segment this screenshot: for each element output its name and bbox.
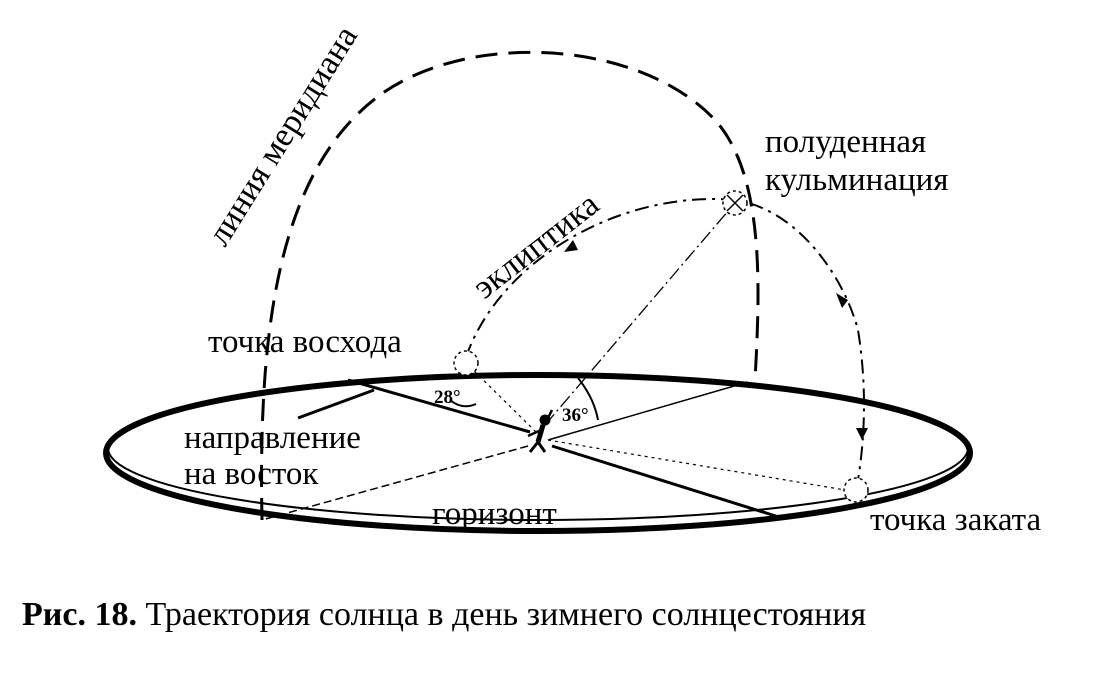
angle-arc-36 [577, 377, 599, 421]
horizon-ellipse [107, 375, 969, 521]
east-west-line-front [261, 445, 529, 521]
horizon-label: горизонт [432, 496, 557, 532]
ecliptic-arrow-1 [564, 240, 578, 252]
figure-caption-number: Рис. 18. [22, 596, 137, 633]
ecliptic-path [465, 198, 865, 481]
sunset-label: точка заката [870, 502, 1041, 538]
culmination-label-line1: полуденная [765, 124, 926, 160]
altitude-angle-label: 36° [562, 405, 589, 426]
sunrise-label: точка восхода [208, 324, 402, 360]
angle-arc-28 [449, 399, 477, 408]
culmination-label-line2: кульминация [765, 162, 948, 198]
ecliptic-arrow-2 [836, 293, 848, 308]
culmination-sun-cross-b [726, 194, 744, 212]
north-south-line-back [347, 378, 531, 434]
sunset-sun-icon [843, 477, 869, 503]
ecliptic-arrow-3 [856, 428, 868, 440]
sunrise-angle-label: 28° [434, 387, 461, 408]
ray-to-sunrise [465, 362, 537, 433]
figure-caption: Рис. 18. Траектория солнца в день зимнег… [22, 596, 867, 633]
east-direction-label-line1: направление [184, 420, 361, 456]
figure-caption-text: Траектория солнца в день зимнего солнцес… [137, 596, 867, 633]
east-west-line-back [547, 381, 749, 441]
ray-to-sunset [547, 439, 846, 491]
sunrise-sun-icon [453, 350, 479, 376]
ray-to-culmination [544, 202, 736, 426]
meridian-label: линия меридиана [200, 19, 365, 252]
east-direction-pointer [297, 388, 375, 420]
observer-icon [527, 409, 554, 453]
meridian-arc [260, 50, 760, 521]
east-direction-label-line2: на восток [184, 456, 319, 492]
north-south-line-front [551, 444, 783, 520]
ecliptic-label: эклиптика [466, 186, 606, 307]
